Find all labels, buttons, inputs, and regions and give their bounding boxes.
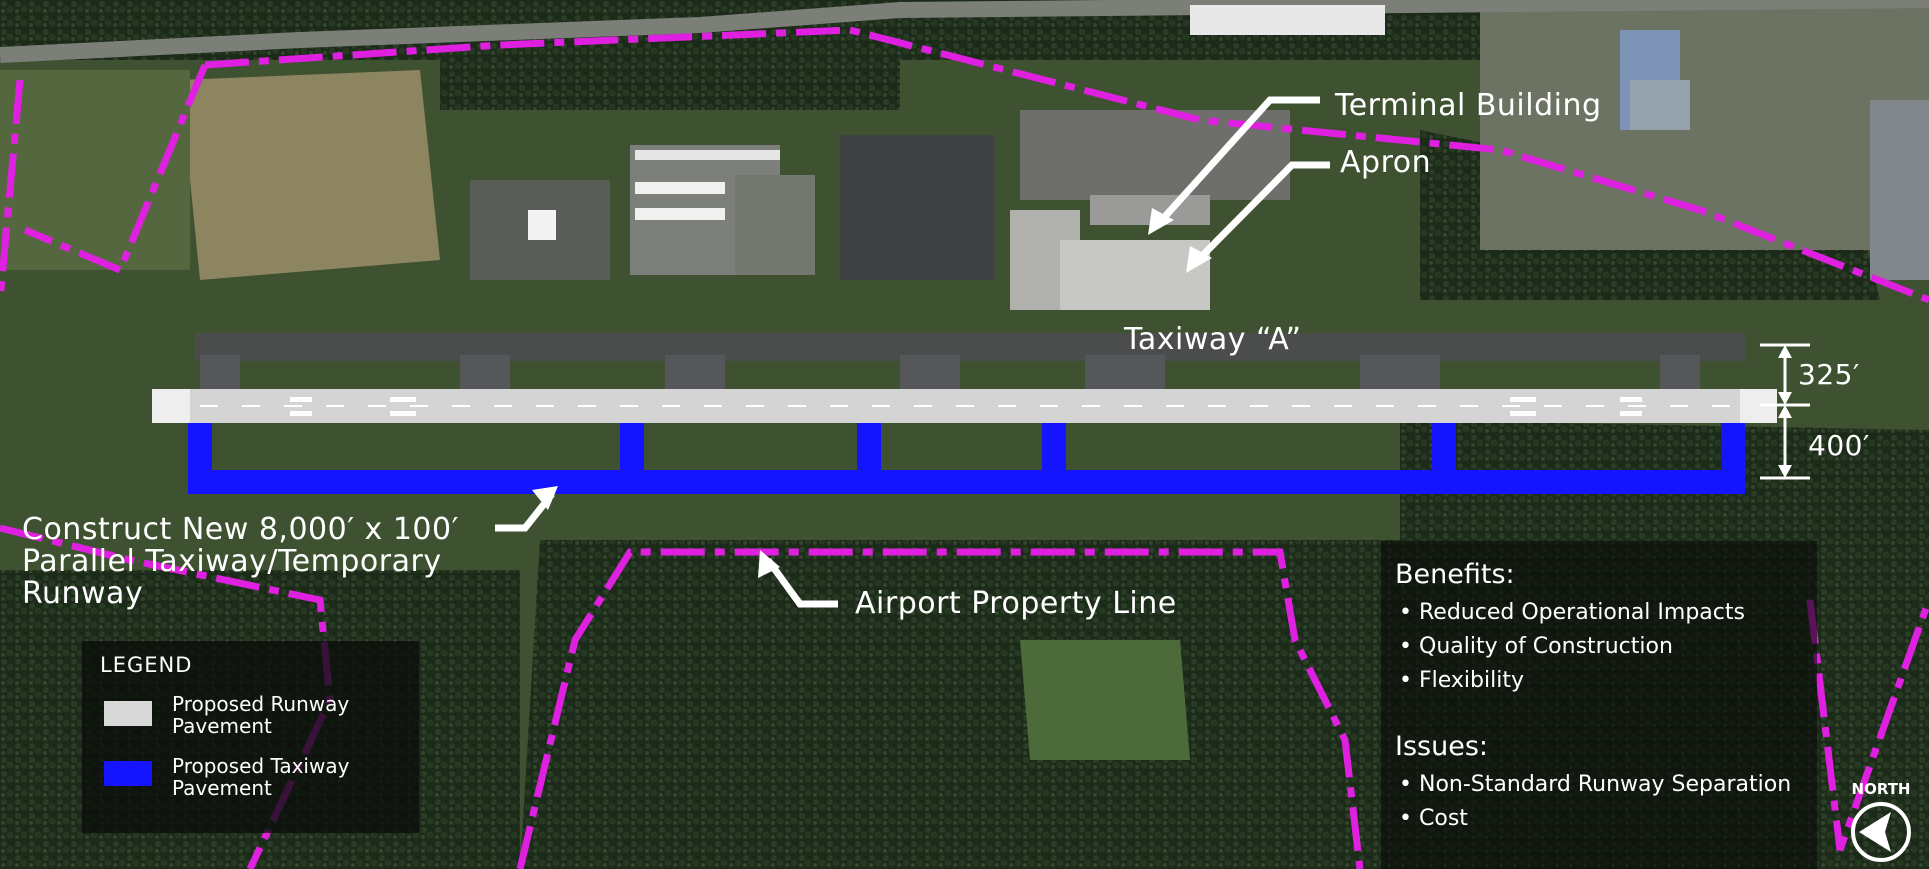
apron-label: Apron xyxy=(1340,145,1432,180)
issues-list: Non-Standard Runway Separation Cost xyxy=(1395,773,1791,841)
legend-title: LEGEND xyxy=(100,653,193,677)
legend-box: LEGEND Proposed Runway Pavement Proposed… xyxy=(82,641,419,833)
taxiway-swatch xyxy=(104,761,152,786)
legend-label-taxiway: Proposed Taxiway Pavement xyxy=(172,754,350,800)
terminal-building-label: Terminal Building xyxy=(1335,88,1602,123)
north-arrow-icon: NORTH xyxy=(1847,776,1915,866)
list-item: Non-Standard Runway Separation xyxy=(1395,773,1791,798)
north-label: NORTH xyxy=(1852,780,1911,798)
benefits-list: Reduced Operational Impacts Quality of C… xyxy=(1395,601,1745,703)
list-item: Reduced Operational Impacts xyxy=(1395,601,1745,626)
dimension-400: 400′ xyxy=(1808,429,1870,462)
list-item: Cost xyxy=(1395,807,1791,832)
runway-swatch xyxy=(104,701,152,726)
taxiway-a-label: Taxiway “A” xyxy=(1124,322,1302,357)
construct-taxiway-label: Construct New 8,000′ x 100′ Parallel Tax… xyxy=(22,512,459,611)
legend-label-runway: Proposed Runway Pavement xyxy=(172,692,350,738)
issues-title: Issues: xyxy=(1395,731,1488,762)
dimension-325: 325′ xyxy=(1798,358,1860,391)
benefits-title: Benefits: xyxy=(1395,559,1515,590)
benefits-issues-panel: Benefits: Reduced Operational Impacts Qu… xyxy=(1381,541,1817,869)
list-item: Quality of Construction xyxy=(1395,635,1745,660)
list-item: Flexibility xyxy=(1395,669,1745,694)
property-line-label: Airport Property Line xyxy=(855,586,1177,621)
